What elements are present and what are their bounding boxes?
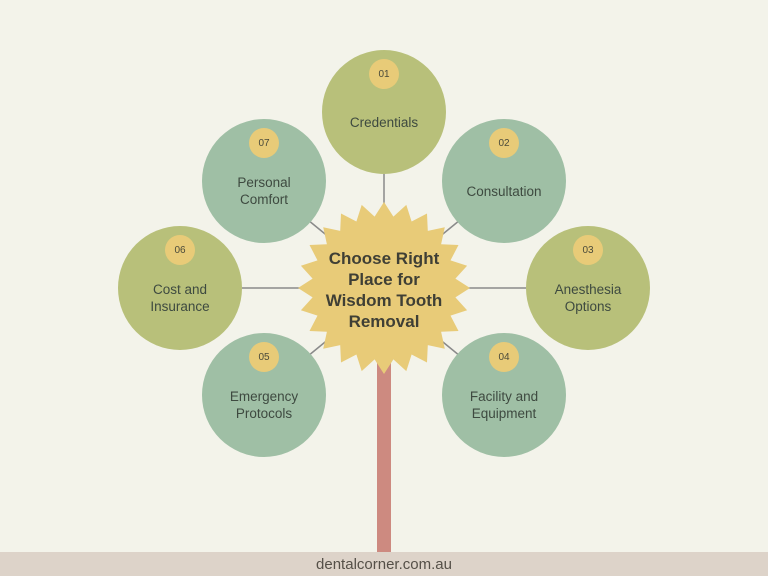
node-facility-equipment: 04 Facility and Equipment — [442, 333, 566, 457]
node-label: Facility and Equipment — [469, 389, 539, 421]
node-number-badge: 02 — [489, 128, 519, 158]
node-label: Cost and Insurance — [150, 282, 210, 314]
node-credentials: 01 Credentials — [322, 50, 446, 174]
node-cost-insurance: 06 Cost and Insurance — [118, 226, 242, 350]
node-number-badge: 07 — [249, 128, 279, 158]
node-number-badge: 05 — [249, 342, 279, 372]
center-title: Choose Right Place for Wisdom Tooth Remo… — [325, 249, 443, 331]
node-label: Anesthesia Options — [554, 282, 622, 314]
node-label: Consultation — [466, 183, 542, 199]
center-starburst — [298, 202, 470, 374]
trunk — [377, 360, 391, 552]
node-consultation: 02 Consultation — [442, 119, 566, 243]
node-emergency-protocols: 05 Emergency Protocols — [202, 333, 326, 457]
node-label: Personal Comfort — [237, 175, 291, 207]
node-personal-comfort: 07 Personal Comfort — [202, 119, 326, 243]
footer: dentalcorner.com.au — [0, 552, 768, 576]
node-label: Credentials — [349, 114, 419, 130]
node-number-badge: 06 — [165, 235, 195, 265]
footer-website: dentalcorner.com.au — [316, 555, 452, 573]
node-number-badge: 03 — [573, 235, 603, 265]
node-number-badge: 01 — [369, 59, 399, 89]
node-anesthesia-options: 03 Anesthesia Options — [526, 226, 650, 350]
node-label: Emergency Protocols — [229, 389, 299, 421]
node-number-badge: 04 — [489, 342, 519, 372]
